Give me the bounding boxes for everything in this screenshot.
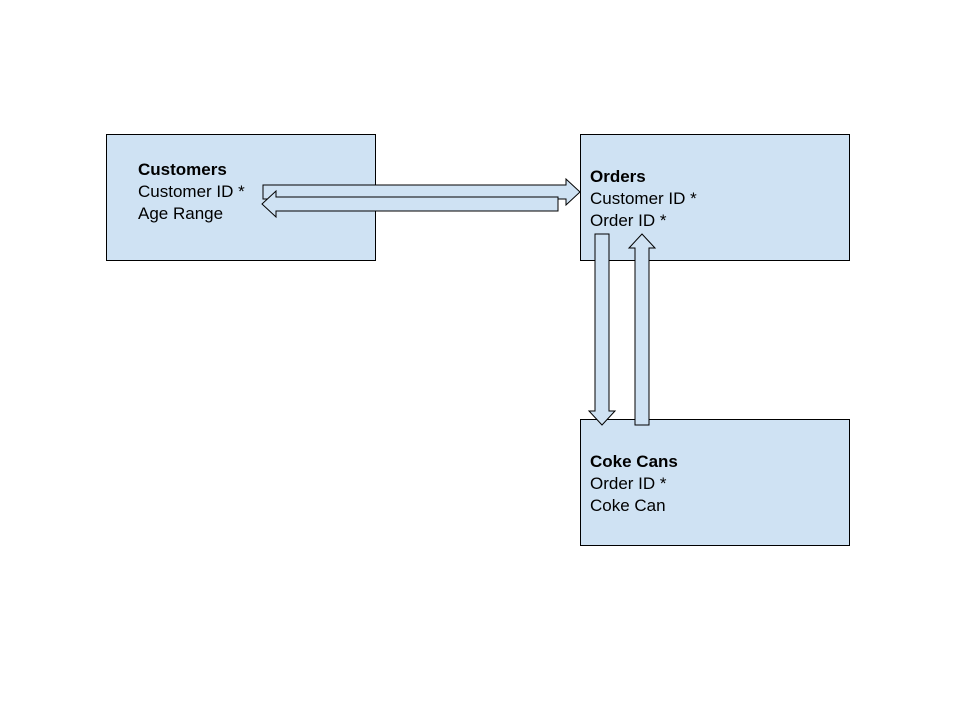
customers-field-age-range: Age Range xyxy=(138,204,224,223)
customers-field-customer-id: Customer ID * xyxy=(138,182,245,201)
orders-title: Orders xyxy=(590,167,646,186)
arrow-orders-to-customers[interactable] xyxy=(261,189,559,219)
arrow-orders-to-coke-cans[interactable] xyxy=(587,233,617,426)
coke-cans-field-order-id: Order ID * xyxy=(590,474,667,493)
customers-title: Customers xyxy=(138,160,227,179)
coke-cans-title: Coke Cans xyxy=(590,452,678,471)
orders-field-customer-id: Customer ID * xyxy=(590,189,697,208)
orders-field-order-id: Order ID * xyxy=(590,211,667,230)
coke-cans-field-coke-can: Coke Can xyxy=(590,496,666,515)
orders-entity-box[interactable]: Orders Customer ID * Order ID * xyxy=(580,134,850,261)
coke-cans-entity-box[interactable]: Coke Cans Order ID * Coke Can xyxy=(580,419,850,546)
arrow-coke-cans-to-orders[interactable] xyxy=(627,233,657,426)
